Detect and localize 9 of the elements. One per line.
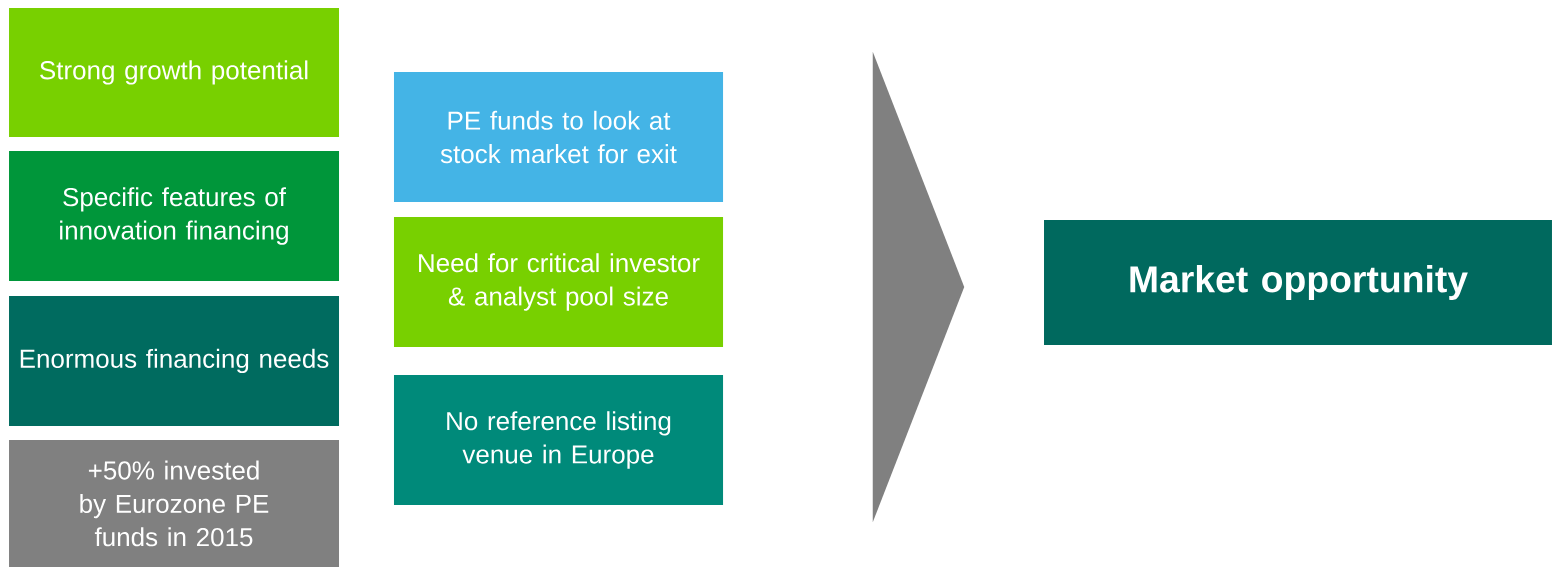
text-box: Enormous financing needs bbox=[9, 296, 339, 426]
text-box: Strong growth potential bbox=[9, 7, 339, 137]
text-box: Market opportunity bbox=[1044, 219, 1552, 345]
text-box: No reference listing venue in Europe bbox=[394, 375, 724, 505]
text-box: Need for critical investor & analyst pool size bbox=[394, 217, 724, 347]
chevron-arrow bbox=[872, 51, 965, 523]
text-box: PE funds to look at stock market for exit bbox=[394, 72, 724, 202]
text-box: +50% invested by Eurozone PE funds in 2015 bbox=[9, 440, 339, 567]
text-box: Specific features of innovation financing bbox=[9, 151, 339, 281]
